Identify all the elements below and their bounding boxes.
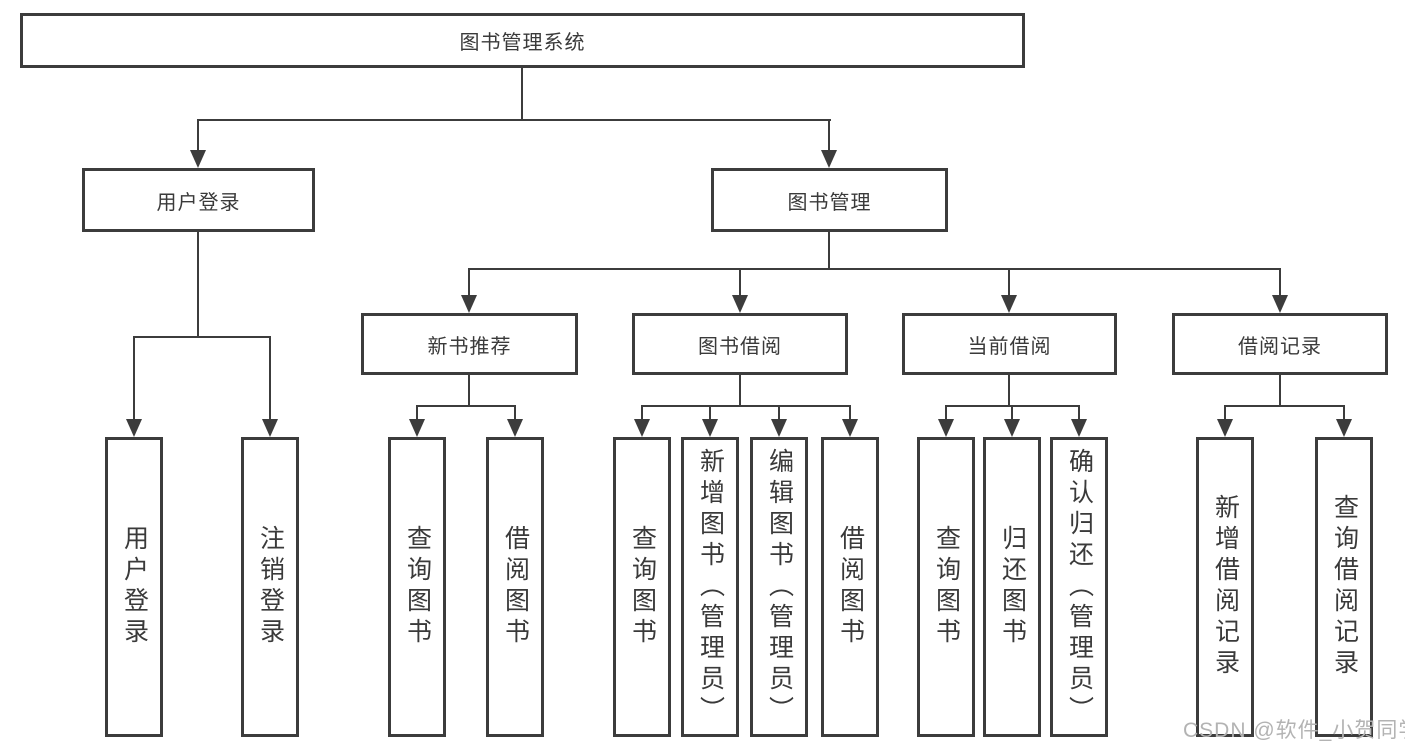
connector-line (269, 336, 271, 421)
connector-line (739, 268, 741, 297)
connector-line (1224, 405, 1345, 407)
leaf-label: 编辑图书（管理员） (765, 447, 794, 727)
leaf-logout: 注销登录 (241, 437, 299, 737)
leaf-label: 归还图书 (998, 525, 1027, 649)
connector-line (739, 375, 741, 407)
arrow-down-icon (821, 150, 837, 168)
leaf-return-books: 归还图书 (983, 437, 1041, 737)
connector-line (133, 336, 135, 421)
arrow-down-icon (938, 419, 954, 437)
leaf-label: 确认归还（管理员） (1065, 447, 1094, 727)
arrow-down-icon (1004, 419, 1020, 437)
connector-line (1224, 405, 1226, 421)
connector-line (945, 405, 947, 421)
leaf-label: 查询借阅记录 (1330, 494, 1359, 680)
node-label: 借阅记录 (1238, 335, 1322, 358)
arrow-down-icon (771, 419, 787, 437)
leaf-edit-books-admin: 编辑图书（管理员） (750, 437, 808, 737)
leaf-borrow-books: 借阅图书 (486, 437, 544, 737)
arrow-down-icon (634, 419, 650, 437)
arrow-down-icon (409, 419, 425, 437)
leaf-user-login: 用户登录 (105, 437, 163, 737)
connector-line (641, 405, 643, 421)
connector-line (1279, 375, 1281, 407)
connector-line (416, 405, 418, 421)
node-label: 新书推荐 (427, 335, 512, 358)
connector-line (1279, 268, 1281, 297)
leaf-label: 用户登录 (120, 525, 149, 649)
watermark: CSDN @软件_小贺同学 (1183, 719, 1405, 742)
connector-line (468, 268, 470, 297)
leaf-label: 注销登录 (256, 525, 285, 649)
leaf-label: 新增图书（管理员） (696, 447, 725, 727)
leaf-borrow-books: 借阅图书 (821, 437, 879, 737)
connector-line (468, 375, 470, 407)
node-label: 当前借阅 (967, 335, 1052, 358)
leaf-label: 借阅图书 (836, 525, 865, 649)
node-user-login: 用户登录 (82, 168, 315, 232)
connector-line (1011, 405, 1013, 421)
arrow-down-icon (1001, 295, 1017, 313)
connector-line (514, 405, 516, 421)
node-borrowing-records: 借阅记录 (1172, 313, 1388, 375)
arrow-down-icon (190, 150, 206, 168)
node-current-borrowing: 当前借阅 (902, 313, 1117, 375)
node-new-book-recommendation: 新书推荐 (361, 313, 578, 375)
leaf-label: 查询图书 (932, 525, 961, 649)
leaf-query-books: 查询图书 (613, 437, 671, 737)
connector-line (828, 119, 830, 152)
connector-line (1078, 405, 1080, 421)
arrow-down-icon (262, 419, 278, 437)
arrow-down-icon (507, 419, 523, 437)
node-label: 图书管理 (787, 191, 872, 214)
leaf-label: 新增借阅记录 (1211, 494, 1240, 680)
connector-line (521, 68, 523, 121)
connector-line (1008, 375, 1010, 407)
connector-line (778, 405, 780, 421)
leaf-add-books-admin: 新增图书（管理员） (681, 437, 739, 737)
leaf-query-borrow-record: 查询借阅记录 (1315, 437, 1373, 737)
connector-line (197, 119, 831, 121)
arrow-down-icon (1272, 295, 1288, 313)
connector-line (828, 232, 830, 270)
arrow-down-icon (842, 419, 858, 437)
connector-line (468, 268, 1281, 270)
node-label: 用户登录 (156, 191, 241, 214)
node-book-management: 图书管理 (711, 168, 948, 232)
leaf-label: 查询图书 (628, 525, 657, 649)
arrow-down-icon (1217, 419, 1233, 437)
arrow-down-icon (126, 419, 142, 437)
leaf-label: 借阅图书 (501, 525, 530, 649)
connector-line (641, 405, 851, 407)
arrow-down-icon (461, 295, 477, 313)
connector-line (1343, 405, 1345, 421)
connector-line (416, 405, 516, 407)
arrow-down-icon (702, 419, 718, 437)
node-label: 图书借阅 (698, 335, 782, 358)
leaf-add-borrow-record: 新增借阅记录 (1196, 437, 1254, 737)
leaf-confirm-return-admin: 确认归还（管理员） (1050, 437, 1108, 737)
connector-line (133, 336, 271, 338)
connector-line (1008, 268, 1010, 297)
arrow-down-icon (1071, 419, 1087, 437)
node-label: 图书管理系统 (459, 32, 586, 54)
arrow-down-icon (1336, 419, 1352, 437)
node-library-management-system: 图书管理系统 (20, 13, 1025, 68)
node-book-borrowing: 图书借阅 (632, 313, 848, 375)
connector-line (197, 232, 199, 338)
leaf-label: 查询图书 (403, 525, 432, 649)
connector-line (197, 119, 199, 152)
leaf-query-books: 查询图书 (917, 437, 975, 737)
connector-line (709, 405, 711, 421)
arrow-down-icon (732, 295, 748, 313)
leaf-query-books: 查询图书 (388, 437, 446, 737)
connector-line (849, 405, 851, 421)
